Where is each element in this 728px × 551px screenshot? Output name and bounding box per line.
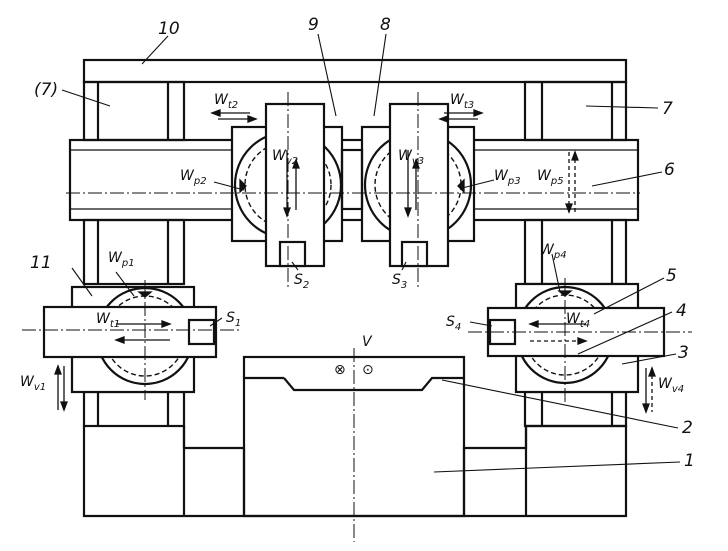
symbol-wt4: Wt4 (566, 311, 590, 330)
label-5: 5 (666, 266, 677, 286)
bed-1 (82, 424, 628, 518)
label-9: 9 (308, 15, 319, 35)
symbol-v: V (362, 334, 373, 350)
symbol-wt1: Wt1 (96, 311, 120, 330)
symbol-s4: S4 (446, 314, 461, 333)
symbol-wt2: Wt2 (214, 92, 238, 111)
symbol-wp1: Wp1 (108, 250, 135, 269)
part-labels: 10 (7) 9 8 7 6 11 5 4 3 2 1 (30, 15, 695, 471)
symbol-wv4: Wv4 (658, 376, 684, 395)
symbol-wp4: Wp4 (540, 242, 567, 261)
label-2: 2 (682, 418, 693, 438)
label-3: 3 (678, 343, 689, 363)
symbol-wv2: Wv2 (272, 148, 298, 167)
cross-symbol: ⊗ (334, 362, 346, 378)
label-7: 7 (662, 99, 673, 119)
label-6: 6 (664, 160, 675, 180)
symbol-wp3: Wp3 (494, 168, 521, 187)
leader-lines (61, 33, 681, 473)
label-11: 11 (30, 253, 52, 273)
label-10: 10 (158, 19, 180, 39)
label-4: 4 (676, 301, 687, 321)
label-1: 1 (684, 451, 695, 471)
side-head-11 (42, 285, 218, 394)
symbol-wv1: Wv1 (20, 374, 46, 393)
symbol-s3: S3 (392, 272, 407, 291)
side-head-5 (486, 282, 666, 394)
symbol-wv3: Wv3 (398, 148, 424, 167)
crossbeam-10 (82, 58, 628, 84)
symbol-wp5: Wp5 (537, 168, 564, 187)
motion-arrows (54, 109, 656, 414)
label-8: 8 (380, 15, 391, 35)
symbol-wp2: Wp2 (180, 168, 207, 187)
symbol-wt3: Wt3 (450, 92, 474, 111)
motion-symbols: Wt2 Wt3 Wv2 Wv3 Wp2 Wp3 Wp5 Wp1 Wp4 Wt1 … (20, 92, 684, 395)
symbol-s1: S1 (226, 310, 241, 329)
symbol-s2: S2 (294, 272, 309, 291)
right-low-column (523, 390, 628, 428)
right-upper-column-7 (523, 80, 628, 142)
dot-symbol: ⊙ (362, 362, 374, 378)
label-7-paren: (7) (34, 80, 58, 100)
